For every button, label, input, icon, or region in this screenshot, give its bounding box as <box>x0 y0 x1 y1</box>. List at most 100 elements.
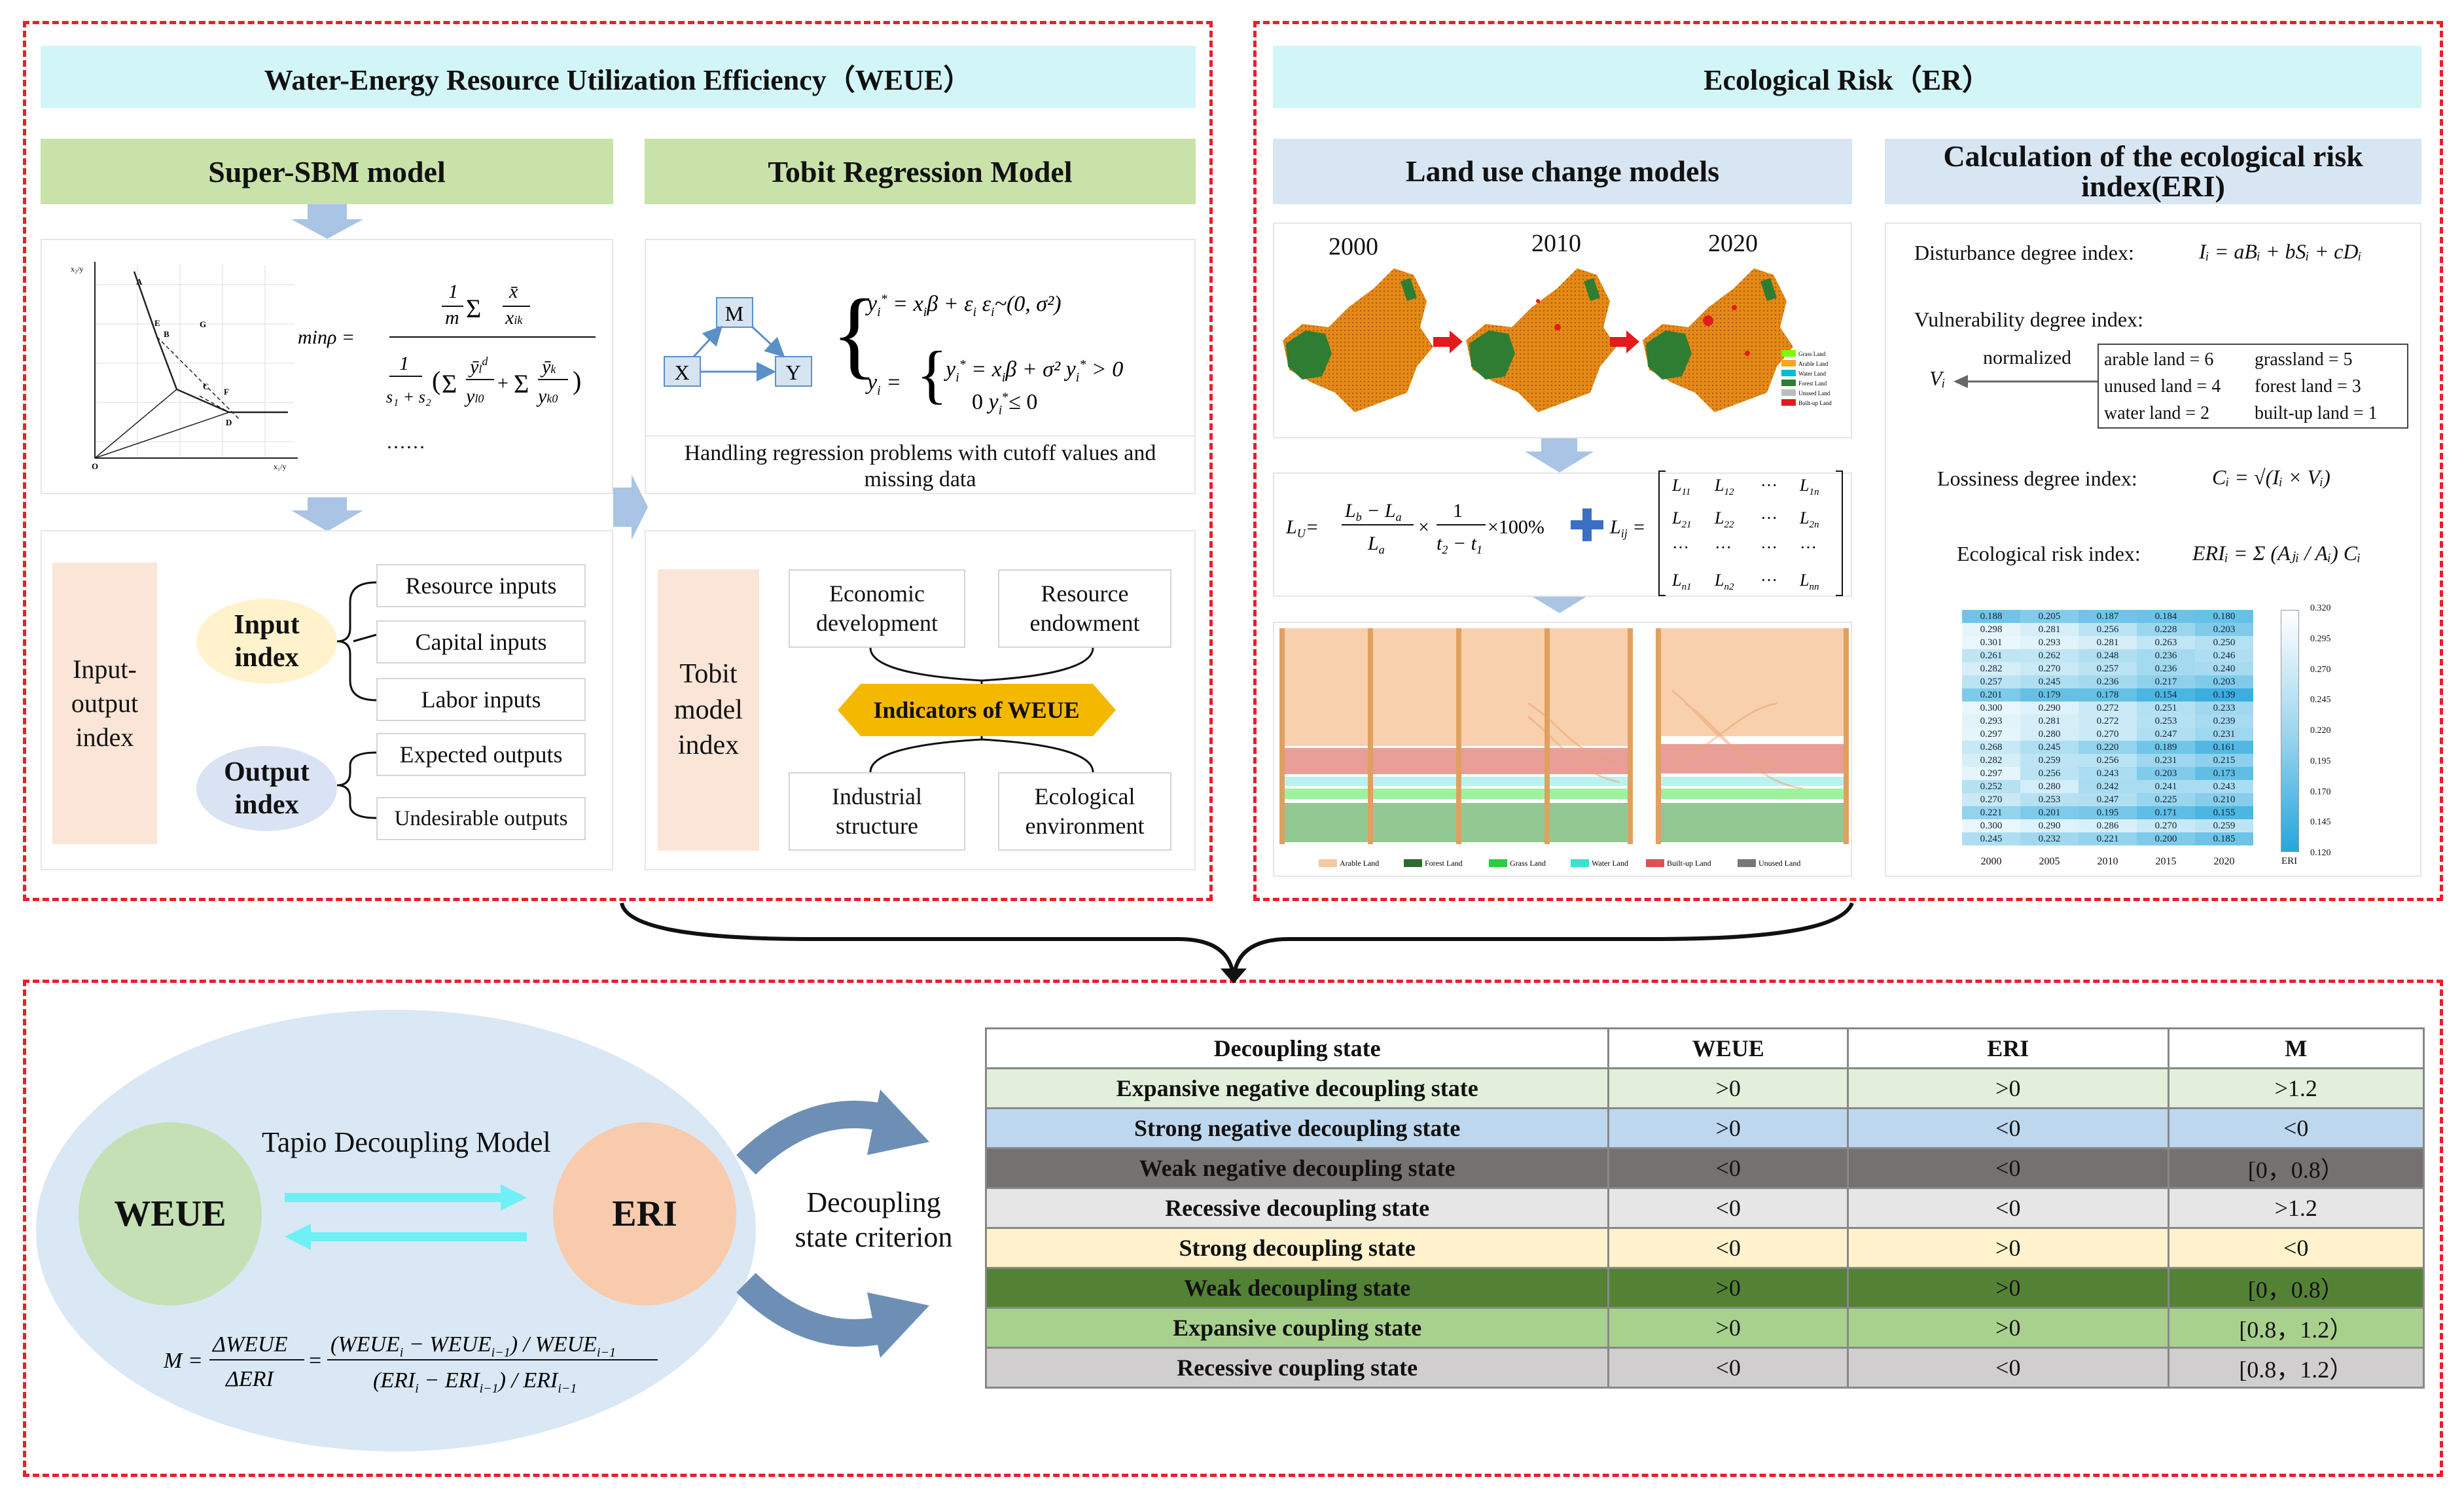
heatmap-cell: 0.270 <box>2079 728 2137 741</box>
output-item-expected: Expected outputs <box>376 733 586 776</box>
heatmap-year-labels: 2000 2005 2010 2015 2020 <box>1962 856 2253 868</box>
heatmap-cell: 0.256 <box>2079 754 2137 767</box>
sbm-point-b: B <box>164 329 170 339</box>
heatmap-cell: 0.215 <box>2195 754 2253 767</box>
svg-text:Σ: Σ <box>466 294 481 323</box>
m-cell: [0，0.8） <box>2167 1267 2425 1309</box>
state-cell: Recessive decoupling state <box>984 1187 1610 1229</box>
table-row: Weak decoupling state>0>0[0，0.8） <box>984 1267 2425 1309</box>
heatmap-year-2005: 2005 <box>2039 856 2060 867</box>
er-frame <box>1253 21 2443 901</box>
tobit-divider <box>645 435 1196 436</box>
heatmap-year-2020: 2020 <box>2213 856 2235 867</box>
disturbance-label: Disturbance degree index: <box>1914 241 2134 264</box>
weue-cell: >0 <box>1607 1307 1849 1349</box>
heatmap-cell: 0.184 <box>2137 610 2195 623</box>
weue-frame <box>23 21 1213 901</box>
table-header-row: Decoupling state WEUE ERI M <box>984 1027 2425 1069</box>
svg-text:Forest Land: Forest Land <box>1798 380 1827 387</box>
heatmap-cell: 0.221 <box>1962 806 2020 819</box>
weue-indicators-hexagon: Indicators of WEUE <box>838 684 1116 736</box>
lossiness-label: Lossiness degree index: <box>1937 467 2137 490</box>
heatmap-cell: 0.154 <box>2137 688 2195 702</box>
svg-text:La: La <box>1367 533 1385 556</box>
weight-water: water land = 2 <box>2104 403 2210 423</box>
heatmap-cell: 0.233 <box>2195 702 2253 715</box>
heatmap-cell: 0.185 <box>2195 832 2253 845</box>
svg-text:×100%: ×100% <box>1488 516 1544 538</box>
heatmap-cell: 0.270 <box>1962 793 2020 806</box>
m-cell: [0.8，1.2） <box>2167 1307 2425 1349</box>
heatmap-cell: 0.245 <box>2020 675 2079 688</box>
heatmap-cell: 0.281 <box>2020 715 2079 728</box>
svg-text:yi* = xiβ + εi εi~(0, σ²): yi* = xiβ + εi εi~(0, σ²) <box>865 292 1062 319</box>
heatmap-year-2000: 2000 <box>1980 856 2002 867</box>
heatmap-cell: 0.221 <box>2079 832 2137 845</box>
heatmap-cell: 0.256 <box>2020 767 2079 780</box>
heatmap-cell: 0.259 <box>2195 819 2253 832</box>
svg-text:···: ··· <box>1760 538 1777 557</box>
heatmap-cell: 0.253 <box>2020 793 2079 806</box>
svg-text:yi* = xiβ + σ² yi* > 0: yi* = xiβ + σ² yi* > 0 <box>944 357 1123 385</box>
eri-cell: >0 <box>1847 1227 2169 1269</box>
heatmap-cell: 0.247 <box>2079 793 2137 806</box>
land-formula-panel <box>1273 472 1852 597</box>
er-title: Ecological Risk（ER） <box>1273 46 2421 108</box>
heatmap-cell: 0.290 <box>2020 819 2079 832</box>
state-cell: Weak decoupling state <box>984 1267 1610 1309</box>
svg-text:×: × <box>1418 516 1429 538</box>
tobit-node-m <box>716 297 753 328</box>
input-index: Input index <box>196 599 337 684</box>
svg-text:ΔWEUE: ΔWEUE <box>211 1332 288 1357</box>
svg-text:L12: L12 <box>1714 476 1734 497</box>
map-year-2010: 2010 <box>1531 230 1581 257</box>
heatmap-cell: 0.205 <box>2020 610 2079 623</box>
svg-text:L2n: L2n <box>1799 508 1819 530</box>
weue-circle: WEUE <box>79 1122 262 1306</box>
heatmap-cell: 0.201 <box>1962 688 2020 702</box>
decoupling-table: Decoupling state WEUE ERI M Expansive ne… <box>984 1027 2425 1389</box>
svg-text:Built-up Land: Built-up Land <box>1667 859 1711 868</box>
disturbance-formula: Iᵢ = aBᵢ + bSᵢ + cDᵢ <box>2199 240 2362 263</box>
criterion-arrows <box>736 1090 929 1358</box>
merge-brace <box>620 902 1854 984</box>
heatmap-cell: 0.180 <box>2195 610 2253 623</box>
weue-cell: <0 <box>1607 1227 1849 1269</box>
svg-text:s₁ + s₂: s₁ + s₂ <box>386 387 431 406</box>
heatmap-cell: 0.245 <box>1962 832 2020 845</box>
heatmap-cell: 0.188 <box>1962 610 2020 623</box>
svg-text:Ln1: Ln1 <box>1671 571 1691 592</box>
tobit-panel <box>645 239 1196 494</box>
table-row: Expansive coupling state>0>0[0.8，1.2） <box>984 1307 2425 1349</box>
m-cell: [0，0.8） <box>2167 1147 2425 1189</box>
sbm-formula: minρ = 1m Σ x̄xik 1 s₁ + s₂ ( Σ ȳld yl0 … <box>298 281 596 453</box>
svg-text:ΔERI: ΔERI <box>224 1367 274 1391</box>
state-cell: Strong negative decoupling state <box>984 1107 1610 1149</box>
heatmap-cell: 0.257 <box>2079 662 2137 675</box>
sbm-title: Super-SBM model <box>41 139 613 204</box>
heatmap-cell: 0.259 <box>2020 754 2079 767</box>
heatmap-cell: 0.200 <box>2137 832 2195 845</box>
land-formulas: LU= Lb − La La × 1 t2 − t1 ×100% Lij = L… <box>1285 471 1843 596</box>
sbm-point-a: A <box>136 277 143 287</box>
heatmap-cell: 0.262 <box>2020 649 2079 662</box>
heatmap-cell: 0.189 <box>2137 741 2195 754</box>
table-row: Weak negative decoupling state<0<0[0，0.8… <box>984 1147 2425 1189</box>
heatmap-cell: 0.245 <box>2020 741 2079 754</box>
table-row: Expansive negative decoupling state>0>0>… <box>984 1067 2425 1109</box>
svg-text:1: 1 <box>448 281 458 302</box>
eri-cell: <0 <box>1847 1107 2169 1149</box>
svg-text:{: { <box>831 279 878 388</box>
heatmap-cell: 0.217 <box>2137 675 2195 688</box>
state-cell: Weak negative decoupling state <box>984 1147 1610 1189</box>
state-cell: Expansive coupling state <box>984 1307 1610 1349</box>
svg-text:M =: M = <box>163 1349 203 1373</box>
eri-cell: <0 <box>1847 1147 2169 1189</box>
